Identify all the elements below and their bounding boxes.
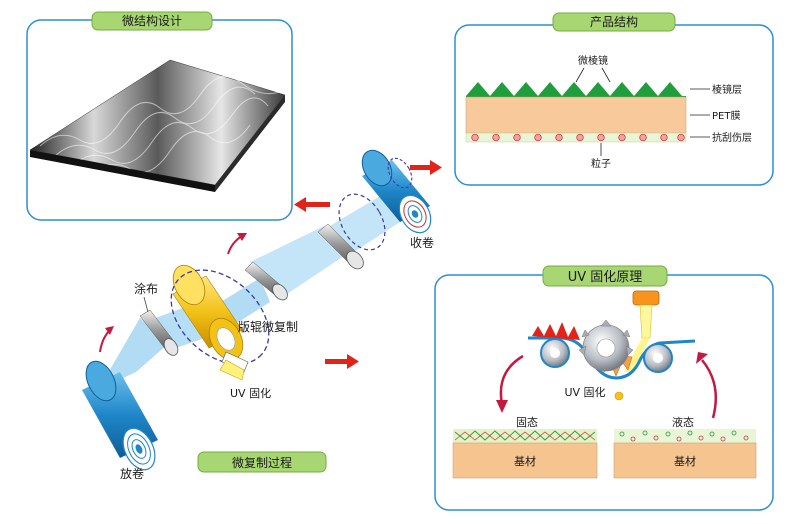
label-substrate-right: 基材 xyxy=(674,454,696,468)
label-coating: 涂布 xyxy=(134,281,158,296)
curved-arrow-process-2 xyxy=(227,235,243,255)
nip-roller-right xyxy=(643,343,673,373)
liquid-resin-teeth xyxy=(532,322,580,340)
process-diagram: 放卷 涂布 版辊微复制 UV 固化 xyxy=(82,149,442,481)
flow-arrow-to-product xyxy=(410,160,442,175)
particles-row xyxy=(471,133,685,142)
substrate-right xyxy=(613,442,757,479)
curved-arrow-process-1 xyxy=(99,329,111,353)
flow-arrow-to-uv xyxy=(325,354,359,369)
flow-arrow-to-design xyxy=(294,197,330,212)
label-unwind: 放卷 xyxy=(120,466,144,481)
uv-principle-title: UV 固化原理 xyxy=(568,270,643,285)
rewind-highlight xyxy=(387,157,413,189)
product-structure-title: 产品结构 xyxy=(590,14,638,29)
guide-roller-1 xyxy=(244,261,288,301)
pet-film-layer xyxy=(465,96,687,134)
panel-title-badge: 产品结构 xyxy=(552,12,676,32)
solid-layer xyxy=(453,429,597,443)
panel-product-structure: 产品结构 微棱镜 棱镜层 PET膜 抗刮伤层 粒子 xyxy=(454,12,774,186)
substrate-left xyxy=(452,442,598,479)
gear-roller xyxy=(578,319,634,372)
label-substrate-left: 基材 xyxy=(514,454,536,468)
panel-micro-design: 微结构设计 xyxy=(26,11,293,221)
label-microprism: 微棱镜 xyxy=(578,54,608,67)
anti-scratch-layer xyxy=(465,132,687,143)
label-prism-layer: 棱镜层 xyxy=(712,83,742,96)
label-uv-cure-principle: UV 固化 xyxy=(564,385,605,399)
process-uv-lamp xyxy=(219,351,249,381)
unwind-roll xyxy=(82,360,158,471)
micro-design-title: 微结构设计 xyxy=(122,13,182,28)
uv-droplet xyxy=(614,391,624,401)
guide-roller-highlight xyxy=(338,193,386,251)
label-uv-cure-process: UV 固化 xyxy=(230,386,271,400)
prism-layer xyxy=(466,82,686,98)
label-pet-film: PET膜 xyxy=(712,110,740,122)
curved-arrow-left xyxy=(499,354,524,405)
plate-roller-highlight xyxy=(170,269,270,365)
panel-title-badge: 微结构设计 xyxy=(91,11,213,31)
nip-roller-left xyxy=(540,338,570,368)
label-rewind: 收卷 xyxy=(410,235,434,250)
panel-title-badge: UV 固化原理 xyxy=(542,265,668,287)
label-solid: 固态 xyxy=(516,416,538,429)
process-label: 微复制过程 xyxy=(232,455,292,470)
label-particles: 粒子 xyxy=(591,157,611,170)
rewind-roll xyxy=(361,149,432,234)
plate-roller xyxy=(172,264,244,361)
film-web-1 xyxy=(98,318,168,390)
coating-rollers xyxy=(139,309,179,356)
label-liquid: 液态 xyxy=(672,415,694,429)
curved-arrow-right xyxy=(701,359,717,419)
liquid-layer xyxy=(614,429,756,443)
label-plate-roller: 版辊微复制 xyxy=(238,320,298,334)
film-web-5 xyxy=(330,196,400,252)
panel-uv-principle: UV 固化原理 xyxy=(434,265,774,511)
process-label-badge: 微复制过程 xyxy=(197,451,327,473)
label-anti-scratch: 抗刮伤层 xyxy=(712,131,752,144)
uv-lamp xyxy=(624,290,660,372)
guide-roller-2 xyxy=(317,223,364,270)
micro-structure-surface xyxy=(29,59,286,192)
